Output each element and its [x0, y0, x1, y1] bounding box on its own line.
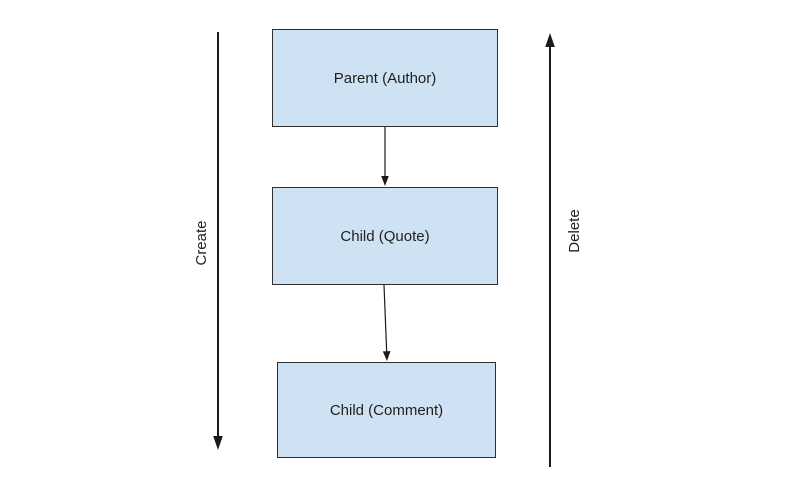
delete-arrow-label: Delete	[566, 209, 583, 253]
delete-arrow-up-icon	[545, 33, 555, 467]
node-child-quote-label: Child (Quote)	[340, 227, 430, 245]
create-arrow-label: Create	[193, 220, 210, 266]
node-child-comment: Child (Comment)	[277, 362, 496, 458]
node-child-quote: Child (Quote)	[272, 187, 498, 285]
connector-parent-to-quote	[381, 127, 389, 186]
node-parent-author: Parent (Author)	[272, 29, 498, 127]
create-arrow-down-icon	[213, 32, 223, 450]
connector-quote-to-comment	[382, 284, 391, 361]
node-child-comment-label: Child (Comment)	[329, 401, 444, 419]
node-parent-author-label: Parent (Author)	[333, 69, 437, 87]
